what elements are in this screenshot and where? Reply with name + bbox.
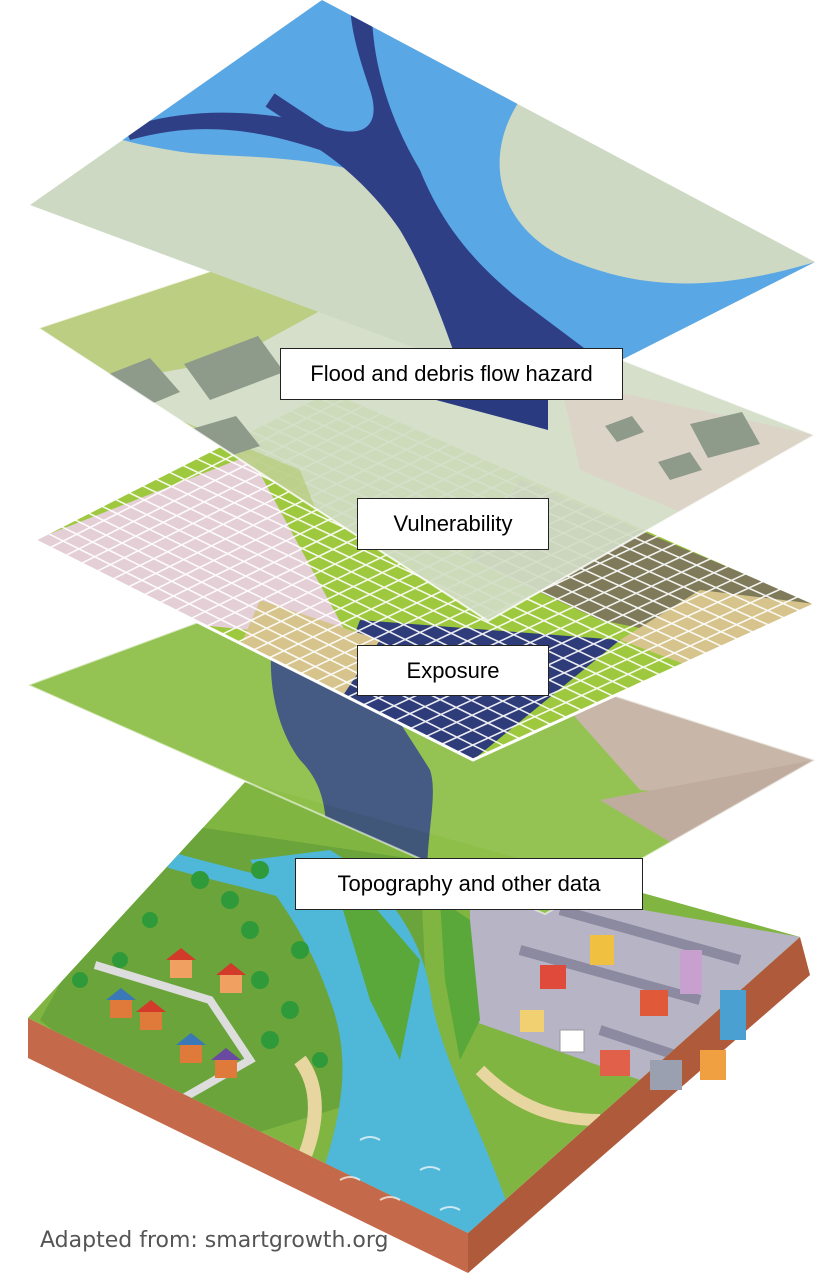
label-exposure: Exposure [357, 645, 549, 696]
grid-line [47, 532, 489, 754]
label-flood-hazard: Flood and debris flow hazard [280, 348, 623, 400]
label-topography: Topography and other data [295, 858, 643, 910]
grid-line [74, 518, 521, 740]
source-credit: Adapted from: smartgrowth.org [40, 1228, 389, 1253]
grid-line [168, 471, 630, 690]
topography-base-block [28, 782, 810, 1273]
label-vulnerability: Vulnerability [357, 498, 549, 550]
grid-line [60, 525, 505, 747]
